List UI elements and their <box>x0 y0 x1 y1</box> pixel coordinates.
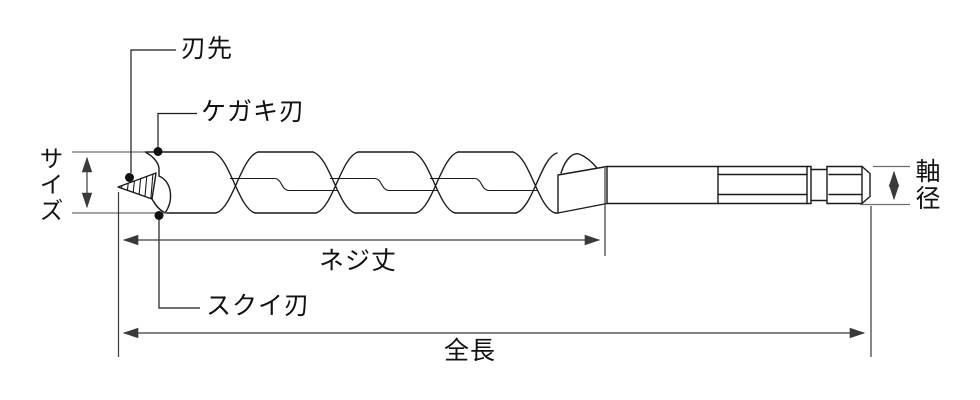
shaft-diameter-label: 軸径 <box>912 158 940 212</box>
hex-drive-head <box>826 165 871 205</box>
round-shank <box>606 165 812 205</box>
flute-web-lines <box>230 177 537 192</box>
scribing-blade-dot <box>153 147 163 156</box>
shank-groove <box>810 165 828 205</box>
hex-shank <box>717 165 812 205</box>
scribing-blade-leader <box>153 112 197 156</box>
blade-tip-dot <box>125 173 134 182</box>
size-label: サイズ <box>35 146 62 224</box>
scoop-blade-label: スクイ刃 <box>206 292 311 320</box>
scribing-blade-label: ケガキ刃 <box>201 98 306 126</box>
screw-tip <box>117 151 172 214</box>
blade-tip-label: 刃先 <box>181 35 234 63</box>
shaft-diameter-dimension <box>860 165 910 206</box>
total-length-label: 全長 <box>444 337 497 365</box>
size-dimension <box>72 151 167 214</box>
spiral-flutes <box>144 151 559 214</box>
scoop-blade-leader <box>154 211 200 309</box>
taper-section <box>557 153 608 214</box>
size-extension-lines <box>72 151 167 214</box>
blade-tip-leader <box>125 49 176 182</box>
total-length-dimension <box>122 206 872 357</box>
screw-length-dimension <box>117 168 606 357</box>
scoop-blade-dot <box>154 211 164 220</box>
screw-length-label: ネジ丈 <box>319 247 398 275</box>
